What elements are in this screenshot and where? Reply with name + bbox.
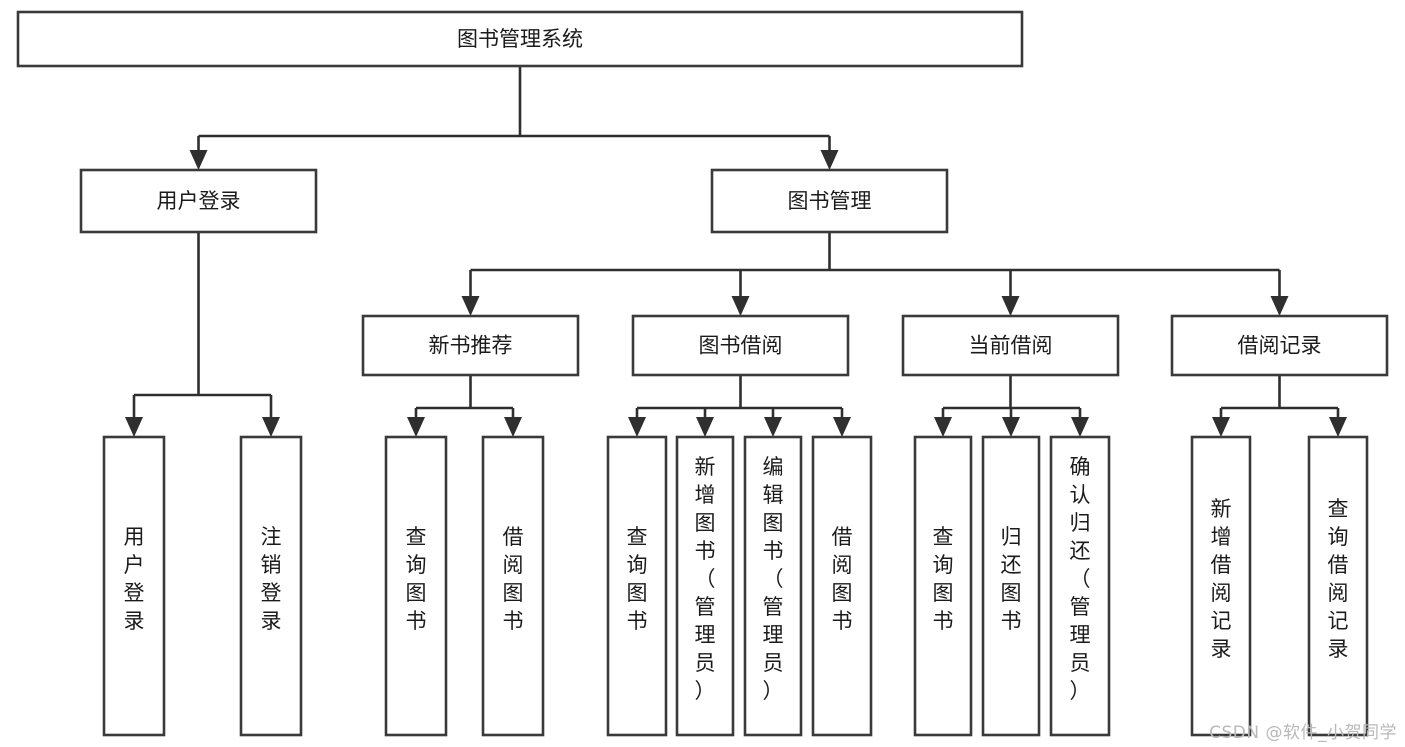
node-leaf-query-book-2-label: 查询图书 [627,525,648,633]
node-leaf-query-book-2[interactable]: 查询图书 [606,435,668,737]
node-user-login[interactable]: 用户登录 [79,168,318,234]
node-leaf-logout-login[interactable]: 注销登录 [239,435,303,737]
node-leaf-query-book-3-label: 查询图书 [933,525,954,633]
node-leaf-add-borrow-record-box [1190,435,1252,737]
node-leaf-add-book-label: 新增图书（管理员） [695,455,716,703]
node-leaf-confirm-return-label: 确认归还（管理员） [1070,455,1091,703]
node-leaf-query-book-1-label: 查询图书 [406,525,427,633]
node-borrow-record-box [1170,314,1389,377]
node-leaf-add-borrow-record[interactable]: 新增借阅记录 [1190,435,1252,737]
node-leaf-query-borrow-record-box [1307,435,1369,737]
node-new-book-recommend[interactable]: 新书推荐 [361,314,580,377]
node-leaf-return-book-label: 归还图书 [1001,525,1022,633]
node-leaf-query-book-1-box [384,435,448,737]
node-leaf-add-book[interactable]: 新增图书（管理员） [675,435,735,737]
node-book-borrow-box [631,314,850,377]
node-book-borrow-label: 图书借阅 [699,334,783,358]
node-leaf-borrow-book-2-label: 借阅图书 [832,525,853,633]
node-user-login-label: 用户登录 [157,189,241,213]
node-current-borrow-box [901,314,1120,377]
node-current-borrow-label: 当前借阅 [969,334,1053,358]
node-book-borrow[interactable]: 图书借阅 [631,314,850,377]
node-leaf-borrow-book-1-box [481,435,545,737]
node-leaf-borrow-book-1-label: 借阅图书 [503,525,524,633]
node-new-book-recommend-box [361,314,580,377]
node-root-box [16,10,1024,68]
node-leaf-return-book-box [981,435,1041,737]
node-leaf-logout-login-label: 注销登录 [261,525,282,633]
node-leaf-borrow-book-2[interactable]: 借阅图书 [811,435,873,737]
node-leaf-query-book-2-box [606,435,668,737]
node-leaf-query-borrow-record-label: 查询借阅记录 [1328,497,1349,661]
node-current-borrow[interactable]: 当前借阅 [901,314,1120,377]
node-leaf-edit-book[interactable]: 编辑图书（管理员） [743,435,803,737]
node-leaf-confirm-return[interactable]: 确认归还（管理员） [1049,435,1111,737]
node-leaf-confirm-return-box [1049,435,1111,737]
node-root[interactable]: 图书管理系统 [16,10,1024,68]
node-borrow-record[interactable]: 借阅记录 [1170,314,1389,377]
node-leaf-edit-book-box [743,435,803,737]
node-root-label: 图书管理系统 [457,27,583,51]
node-book-management-label: 图书管理 [788,189,872,213]
node-leaf-add-book-box [675,435,735,737]
node-leaf-logout-login-box [239,435,303,737]
node-leaf-query-borrow-record[interactable]: 查询借阅记录 [1307,435,1369,737]
node-new-book-recommend-label: 新书推荐 [429,334,513,358]
node-leaf-user-login-box [102,435,166,737]
node-leaf-return-book[interactable]: 归还图书 [981,435,1041,737]
node-leaf-user-login-label: 用户登录 [124,525,145,633]
node-leaf-query-book-3-box [913,435,973,737]
node-borrow-record-label: 借阅记录 [1238,334,1322,358]
node-leaf-borrow-book-2-box [811,435,873,737]
node-leaf-user-login[interactable]: 用户登录 [102,435,166,737]
node-leaf-edit-book-label: 编辑图书（管理员） [763,455,784,703]
node-user-login-box [79,168,318,234]
node-leaf-add-borrow-record-label: 新增借阅记录 [1211,497,1232,661]
node-leaf-query-book-3[interactable]: 查询图书 [913,435,973,737]
node-leaf-query-book-1[interactable]: 查询图书 [384,435,448,737]
node-book-management[interactable]: 图书管理 [710,168,949,234]
node-book-management-box [710,168,949,234]
node-leaf-borrow-book-1[interactable]: 借阅图书 [481,435,545,737]
